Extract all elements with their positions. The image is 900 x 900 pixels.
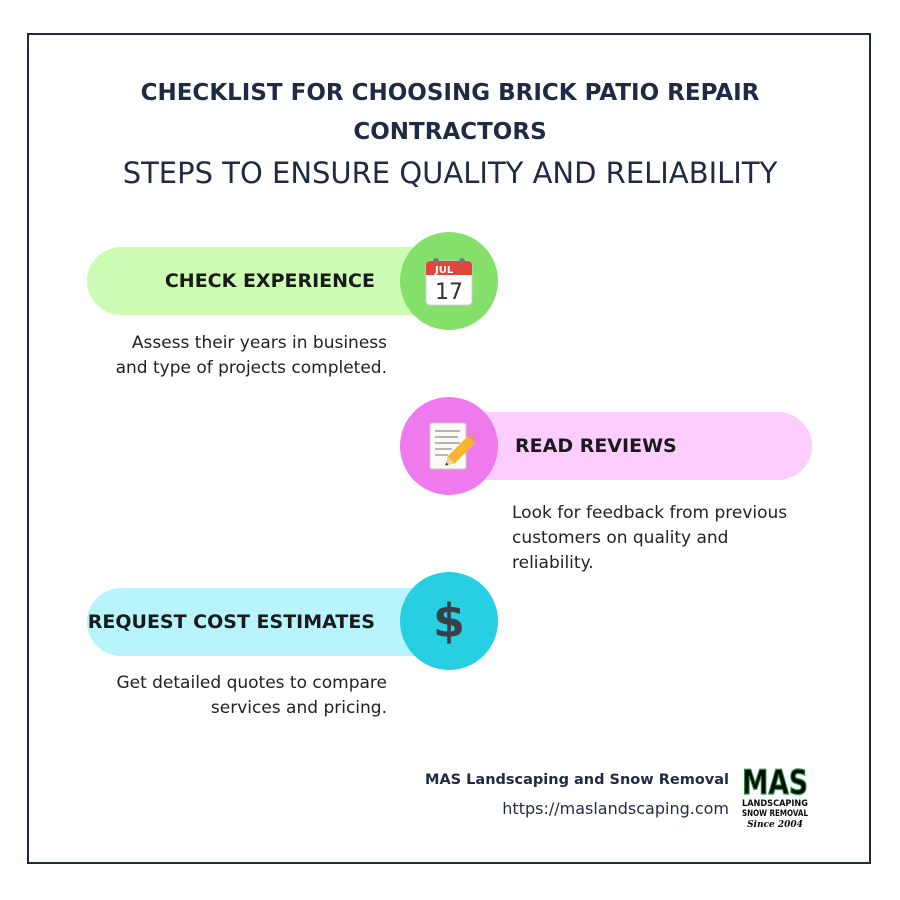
calendar-day: 17 [435, 280, 463, 305]
page-subtitle: STEPS TO ENSURE QUALITY AND RELIABILITY [122, 156, 778, 190]
svg-text:Since 2004: Since 2004 [747, 820, 803, 830]
step-description: Get detailed quotes to compare services … [116, 673, 387, 718]
step-label: READ REVIEWS [515, 435, 677, 457]
step-description: Look for feedback from previous customer… [512, 503, 788, 573]
svg-text:LANDSCAPING: LANDSCAPING [742, 799, 808, 809]
memo-pencil-icon [429, 422, 476, 470]
svg-text:MAS: MAS [742, 763, 808, 803]
step-icon-circle: $ [400, 572, 498, 670]
step-description: Assess their years in business and type … [115, 333, 387, 378]
company-name: MAS Landscaping and Snow Removal [425, 772, 729, 788]
calendar-month: JUL [434, 265, 454, 276]
step-icon-circle [400, 397, 498, 495]
dollar-icon: $ [432, 594, 465, 648]
calendar-icon: JUL 17 [425, 258, 473, 306]
step-label: CHECK EXPERIENCE [164, 270, 375, 292]
step-label: REQUEST COST ESTIMATES [87, 611, 375, 633]
company-logo: MAS LANDSCAPING SNOW REMOVAL Since 2004 [741, 762, 808, 830]
step-icon-circle: JUL 17 [400, 232, 498, 330]
svg-text:SNOW REMOVAL: SNOW REMOVAL [742, 809, 808, 819]
page-title: CHECKLIST FOR CHOOSING BRICK PATIO REPAI… [140, 80, 760, 145]
company-url[interactable]: https://maslandscaping.com [502, 799, 729, 818]
